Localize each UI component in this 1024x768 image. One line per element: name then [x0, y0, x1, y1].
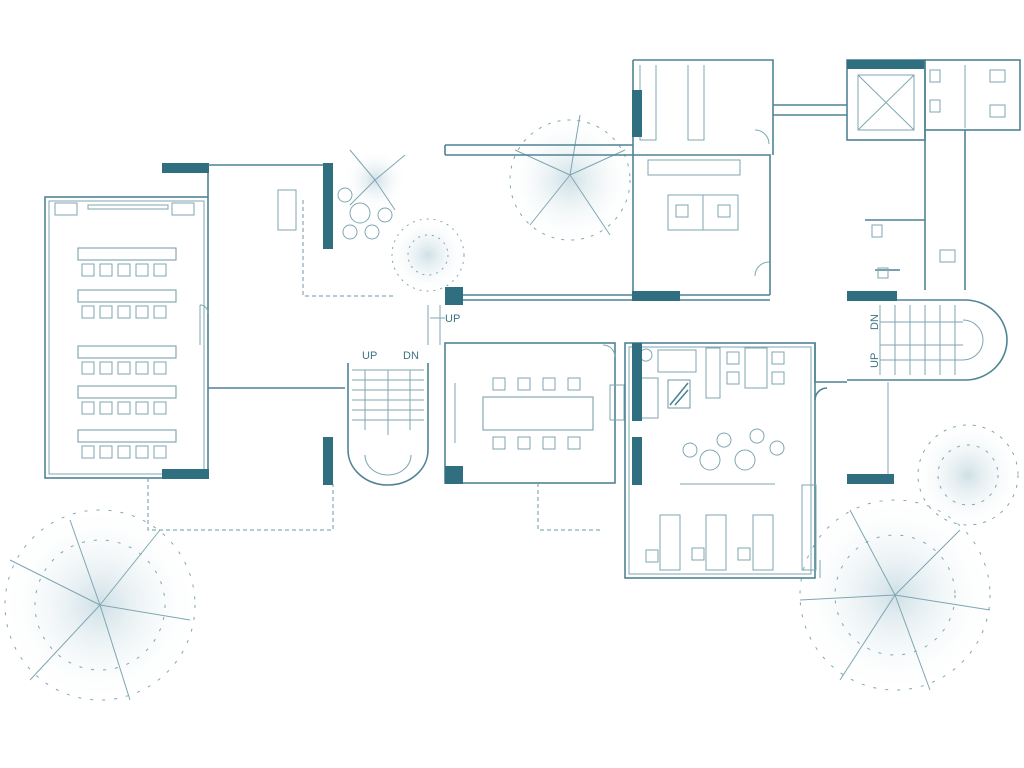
entrance-up-label: UP	[445, 313, 461, 325]
corridor	[427, 144, 770, 345]
central-stair-up-label: UP	[362, 350, 378, 362]
conference-hall	[44, 163, 209, 479]
tree-bottom-left	[0, 505, 200, 705]
lobby	[147, 163, 395, 531]
tree-small-top	[343, 148, 407, 212]
right-stair-up-label: UP	[869, 352, 881, 368]
right-stair-dn-label: DN	[869, 314, 881, 330]
tree-top-center	[505, 114, 635, 245]
right-staircase	[847, 291, 1008, 381]
central-staircase	[347, 363, 429, 486]
tree-bottom-right	[795, 495, 995, 695]
open-office	[624, 342, 894, 579]
upper-offices	[632, 59, 847, 301]
tree-small-center	[390, 217, 466, 293]
central-stair-dn-label: DN	[403, 350, 419, 362]
elevator-core	[846, 59, 1021, 290]
meeting-room	[444, 342, 625, 531]
tree-right	[913, 420, 1023, 530]
